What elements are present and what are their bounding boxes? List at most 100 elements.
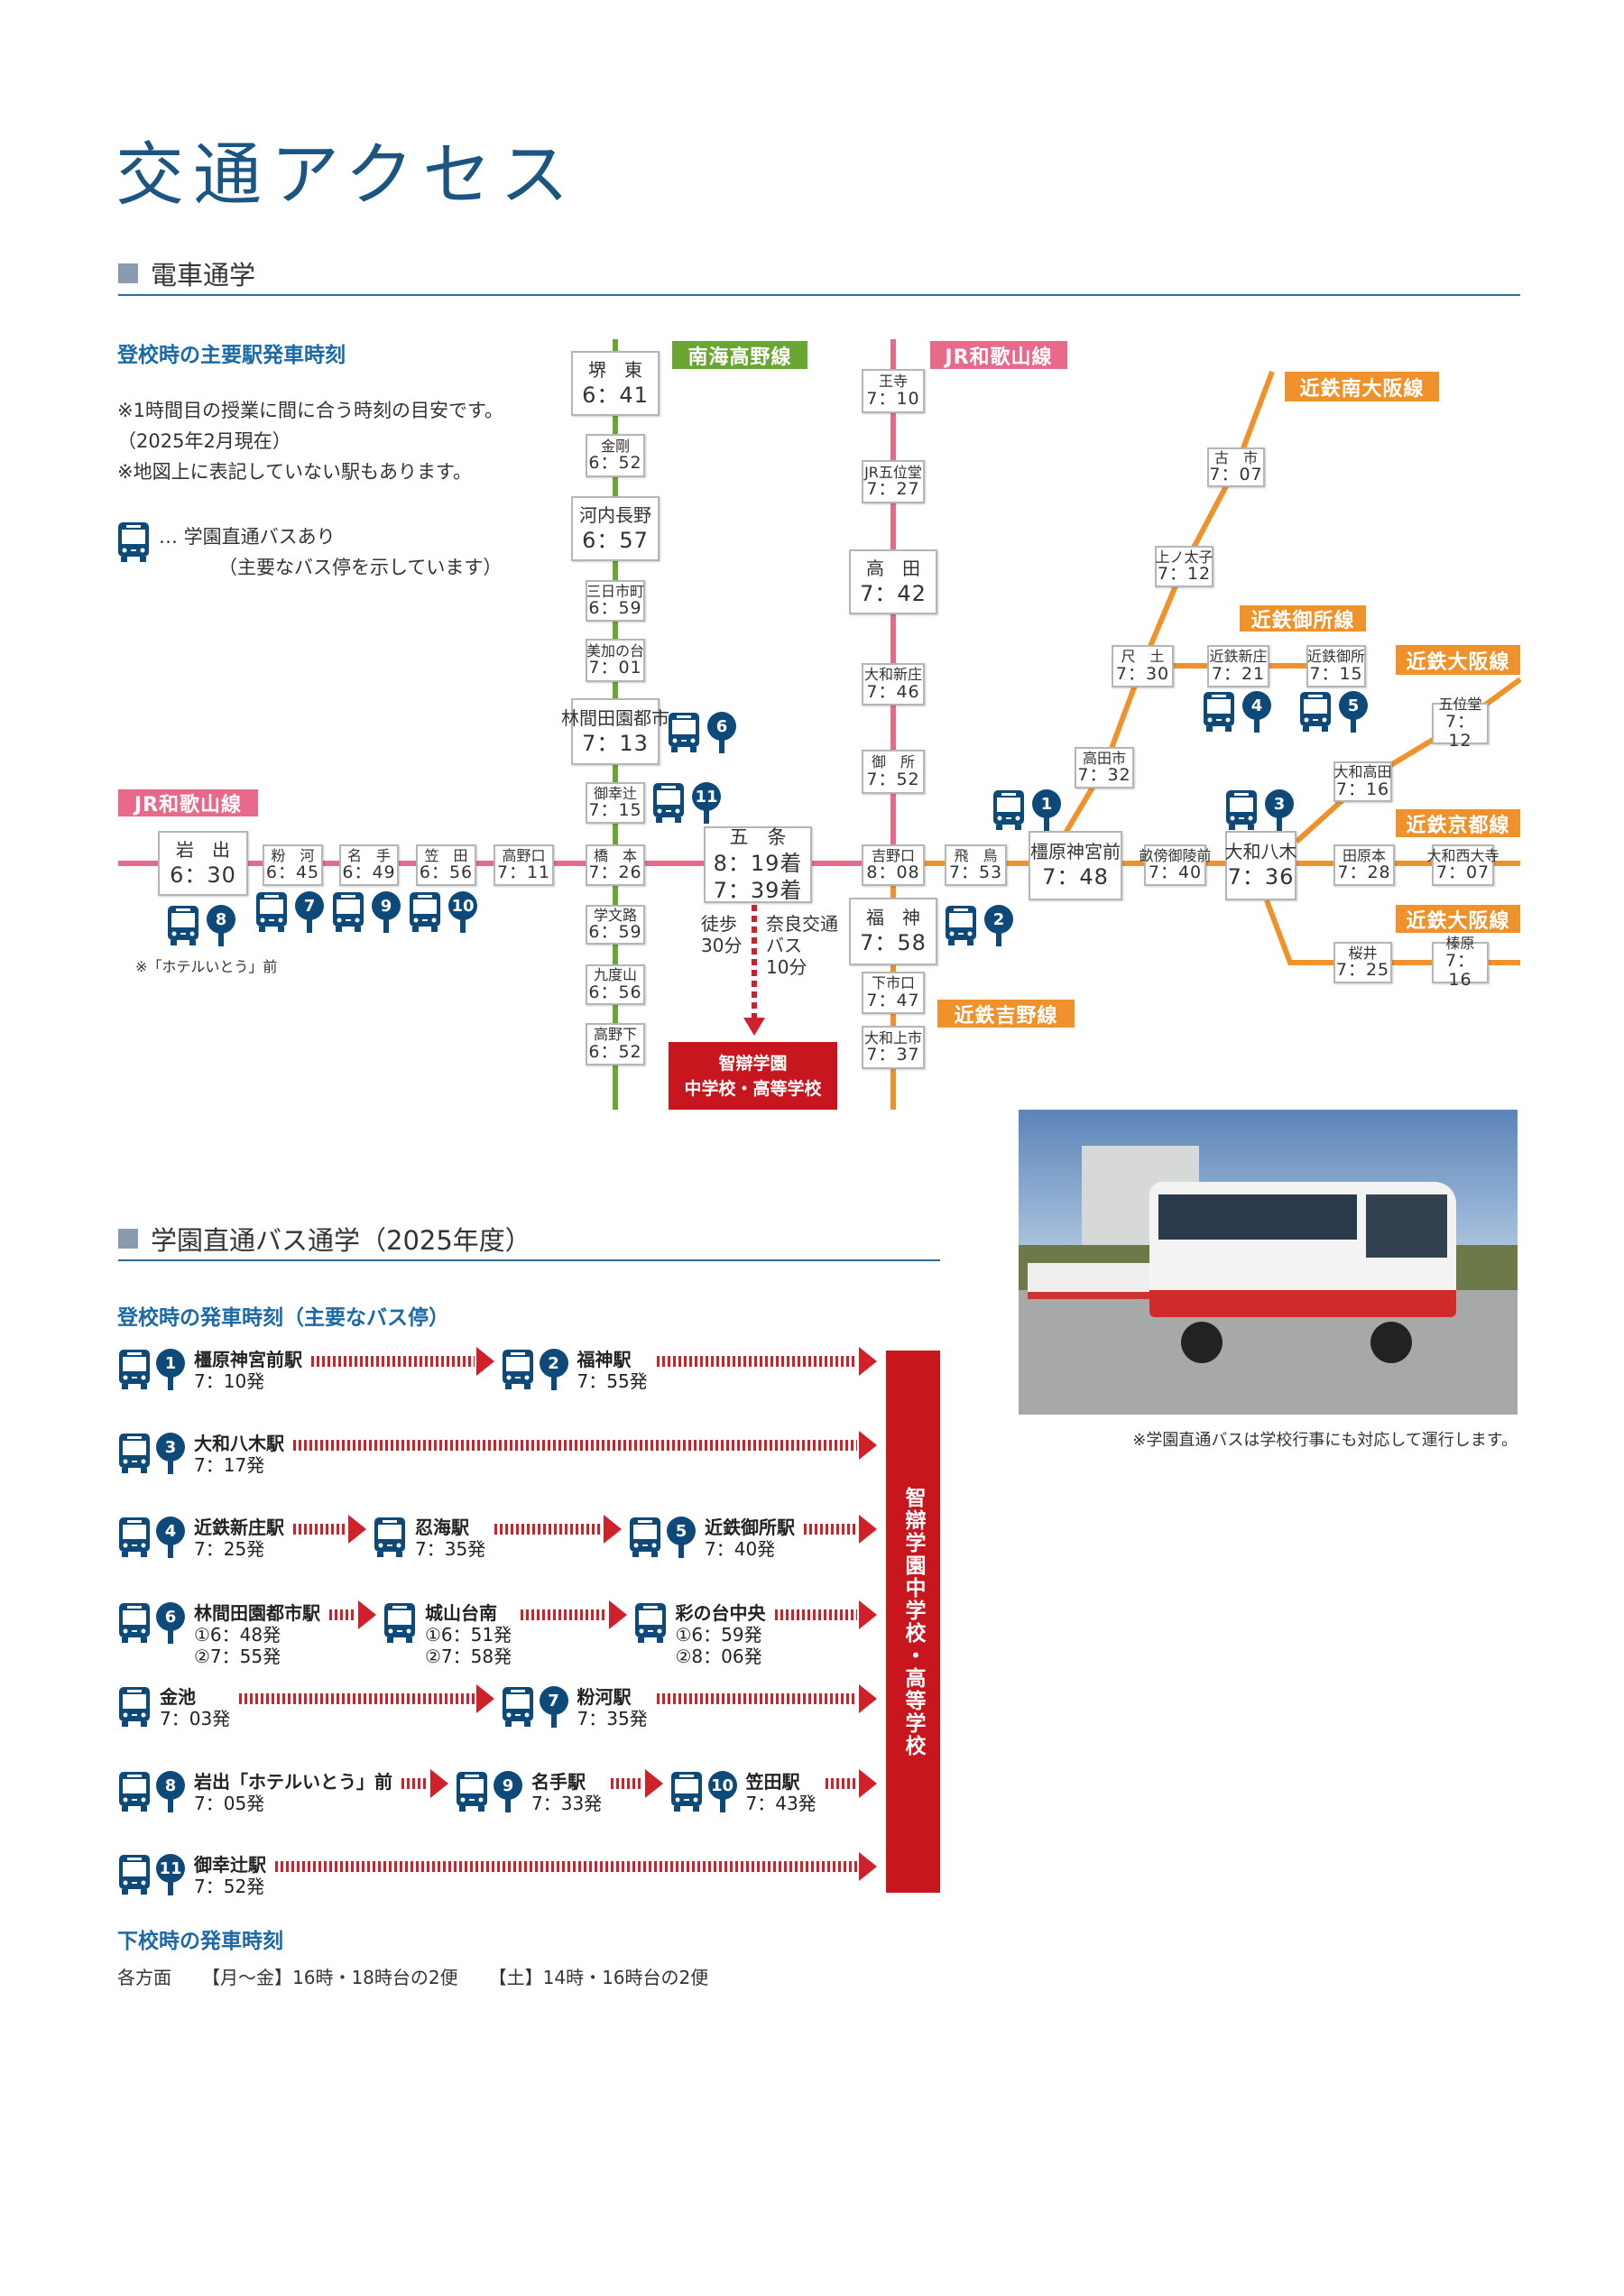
station-time: 8：08	[866, 862, 920, 883]
station-name: 畝傍御陵前	[1139, 846, 1212, 864]
bus-stop-name: 笠田駅	[745, 1771, 800, 1793]
route-arrow-icon	[825, 1769, 878, 1798]
station-time: 7：40	[1148, 862, 1203, 883]
bus-departure-time: 7：52発	[194, 1876, 265, 1897]
bus-icon	[668, 712, 700, 753]
bus-departure-time: 7：35発	[415, 1538, 486, 1560]
station-name: 高野口	[502, 846, 546, 864]
bus-stop-pin-icon: 11	[156, 1854, 185, 1895]
bus-departure-time: 7：40発	[705, 1538, 776, 1560]
bus-stop-name: 近鉄新庄駅	[194, 1517, 284, 1538]
bus-stop-name: 近鉄御所駅	[705, 1517, 795, 1538]
bus-stop-name: 林間田園都市駅	[194, 1602, 320, 1624]
bus-stop-number: 1	[1032, 789, 1061, 818]
square-bullet-icon	[118, 263, 138, 283]
bus-icon	[118, 1771, 151, 1812]
route-arrow-icon	[774, 1600, 877, 1629]
line-label-jr-top: JR和歌山線	[930, 341, 1067, 369]
bus-stop-pin-icon: 7	[539, 1686, 568, 1728]
bus-icon	[502, 1349, 534, 1390]
bus-wheel	[1370, 1322, 1412, 1363]
bus-section-heading: 学園直通バス通学（2025年度）	[118, 1220, 531, 1258]
kintetsu-yoshino-line	[890, 861, 1520, 1110]
bus-stop-number: 3	[156, 1433, 185, 1462]
route-arrow-icon	[293, 1515, 366, 1544]
bus-icon	[255, 891, 288, 933]
station-name: 桜井	[1348, 944, 1378, 962]
bus-stop-name: 橿原神宮前駅	[194, 1349, 302, 1370]
bus-heading-text: 学園直通バス通学（2025年度）	[151, 1225, 531, 1256]
train-notes: ※1時間目の授業に間に合う時刻の目安です。 （2025年2月現在） ※地図上に表…	[117, 395, 503, 487]
return-schedule: 各方面 【月～金】16時・18時台の2便 【土】14時・16時台の2便	[117, 1963, 708, 1989]
station-gojo: 五 条 8：19着 7：39着	[704, 826, 812, 903]
bus-stop-number: 11	[692, 782, 721, 811]
station-time: 7：15	[1309, 663, 1363, 684]
bus-stop-pin-icon: 10	[707, 1771, 737, 1812]
bus-stop-number: 4	[156, 1517, 185, 1545]
bus-icon	[992, 789, 1025, 831]
bus-departure-time: 7：17発	[194, 1454, 265, 1476]
station-name: 尺 土	[1121, 648, 1165, 666]
station-time: 7：52	[866, 769, 920, 789]
bus-stop-marker: 2	[945, 905, 1013, 946]
station-time: 7：10	[866, 388, 920, 409]
bus-stop-number: 8	[207, 905, 235, 934]
bus-departure-time: ②7：58発	[425, 1646, 512, 1667]
bus-stop-number: 5	[667, 1517, 696, 1545]
bus-stop-pin-icon: 4	[1242, 691, 1271, 733]
station-name: 五位堂	[1438, 696, 1482, 714]
bus-stop-name: 城山台南	[425, 1602, 497, 1624]
station-time: 6：56	[419, 862, 474, 883]
train-section-heading: 電車通学	[118, 254, 255, 292]
bus-front	[1149, 1182, 1456, 1317]
bus-stop-name: 大和八木駅	[194, 1433, 284, 1454]
bus-stop-number: 2	[539, 1349, 568, 1378]
station-name: 大和西大寺	[1426, 846, 1499, 864]
bus-stop-number: 9	[494, 1771, 522, 1800]
bus-subheading: 登校時の発車時刻（主要なバス停）	[117, 1306, 449, 1330]
bus-departure-time: 7：55発	[577, 1370, 648, 1392]
bus-stop-pin-icon: 2	[539, 1349, 568, 1390]
station-time: 6：59	[588, 598, 642, 619]
bus-stop-marker: 1	[992, 789, 1061, 831]
bus-departure-time: 7：25発	[194, 1538, 265, 1560]
route-arrow-icon	[743, 1018, 765, 1036]
route-arrow-icon	[239, 1684, 494, 1713]
route-arrow-icon	[804, 1515, 877, 1544]
bus-stop-pin-icon: 3	[1265, 789, 1294, 831]
station-time: 7：58	[860, 930, 927, 956]
kintetsu-osaka-line-upper	[1294, 677, 1522, 844]
bus-stop-pin-icon: 11	[692, 782, 721, 824]
bus-stop-pin-icon: 1	[156, 1349, 185, 1390]
station-time: 7：46	[866, 681, 920, 702]
